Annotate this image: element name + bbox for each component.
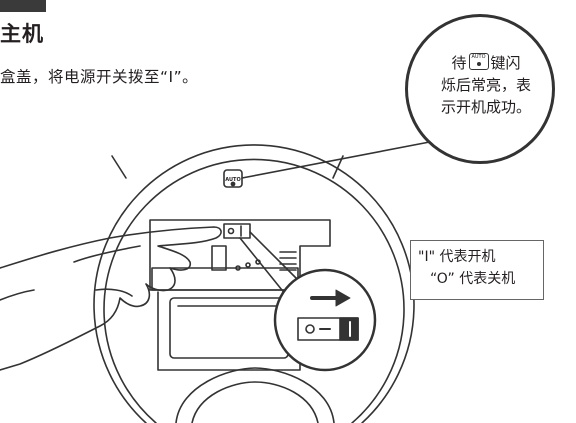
legend-off-text: “O” 代表关机 bbox=[430, 271, 516, 287]
auto-callout-text: 待 AUTO 键闪 烁后常亮，表 示开机成功。 bbox=[426, 52, 546, 118]
callout-line1-after: 键闪 bbox=[490, 54, 521, 72]
callout-line1-before: 待 bbox=[451, 54, 467, 72]
side-brush-left bbox=[111, 155, 127, 179]
switch-legend-box bbox=[410, 240, 544, 300]
robot-power-switch bbox=[223, 223, 251, 239]
hand-illustration bbox=[0, 226, 222, 371]
section-heading: 主机 bbox=[0, 22, 44, 46]
auto-callout-circle bbox=[405, 14, 555, 164]
auto-button-icon: AUTO bbox=[468, 53, 489, 70]
callout-line2: 烁后常亮，表 bbox=[440, 76, 531, 94]
instruction-text: 盒盖，将电源开关拨至“I”。 bbox=[0, 68, 199, 86]
heading-bar bbox=[0, 0, 46, 12]
callout-line3: 示开机成功。 bbox=[440, 98, 531, 116]
dust-bin bbox=[169, 297, 289, 359]
auto-button-label: AUTO bbox=[471, 54, 486, 60]
robot-auto-label: AUTO bbox=[225, 177, 241, 183]
callout-leader-line bbox=[241, 139, 441, 179]
robot-outer-shell bbox=[93, 144, 415, 423]
legend-on-text: "I" 代表开机 bbox=[418, 249, 496, 265]
switch-magnifier bbox=[273, 268, 377, 372]
battery-compartment bbox=[149, 219, 331, 291]
